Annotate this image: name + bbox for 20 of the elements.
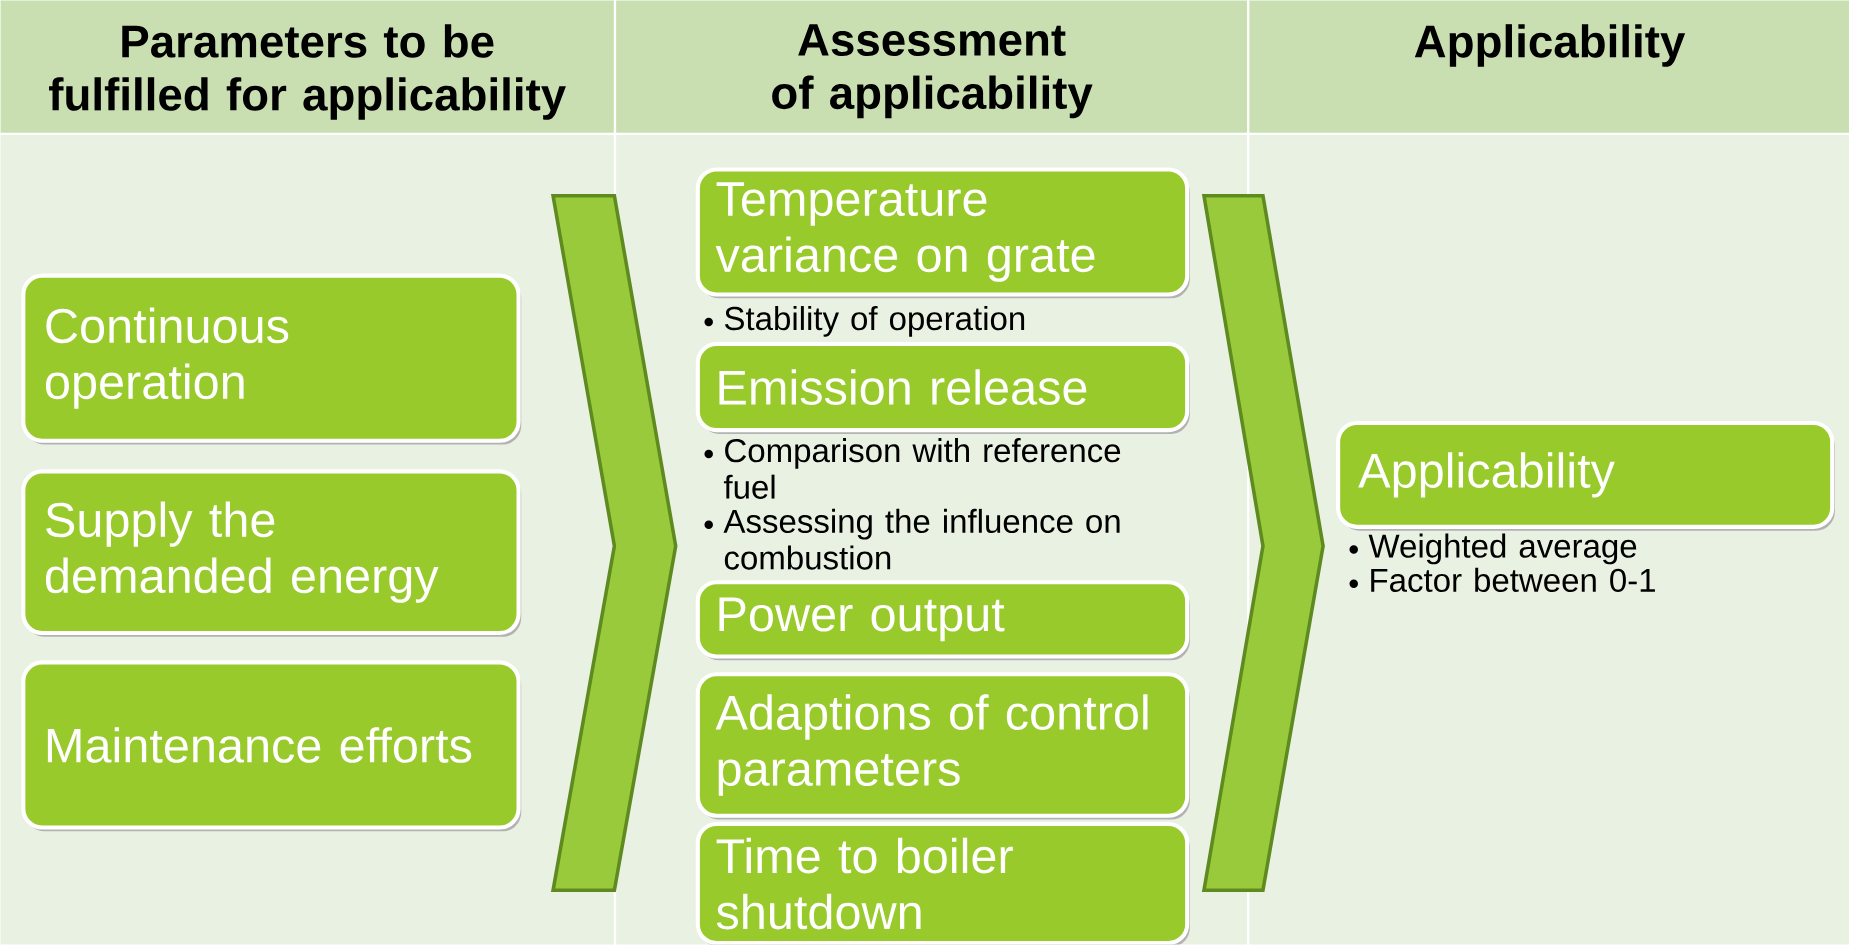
process-box: Supply the demanded energy	[21, 469, 522, 637]
node-label: Applicability	[1414, 24, 1686, 67]
column-header: Applicability	[1249, 0, 1849, 133]
column-header: Assessment of applicability	[616, 0, 1248, 133]
bullet-note: Weighted average	[1368, 533, 1637, 565]
chevron-arrow	[1201, 194, 1325, 893]
bullet-note: Stability of operation	[724, 306, 1025, 337]
chevron-arrow	[550, 194, 678, 893]
process-box: Time to boiler shutdown	[695, 822, 1190, 945]
process-box: Maintenance efforts	[21, 660, 522, 832]
bullet-note: Assessing the influence on combustion	[723, 509, 1120, 570]
process-box: Adaptions of control parameters	[695, 672, 1190, 820]
bullet-note: Comparison with reference fuel	[723, 438, 1121, 500]
process-box: Power output	[695, 580, 1190, 661]
process-box: Applicability	[1336, 421, 1835, 531]
bullet-note: Factor between 0-1	[1371, 568, 1655, 593]
process-box: Emission release	[695, 342, 1190, 435]
column-header: Parameters to be fulfilled for applicability	[0, 0, 614, 133]
process-box: Temperature variance on grate	[695, 167, 1190, 299]
process-box: Continuous operation	[21, 273, 522, 445]
